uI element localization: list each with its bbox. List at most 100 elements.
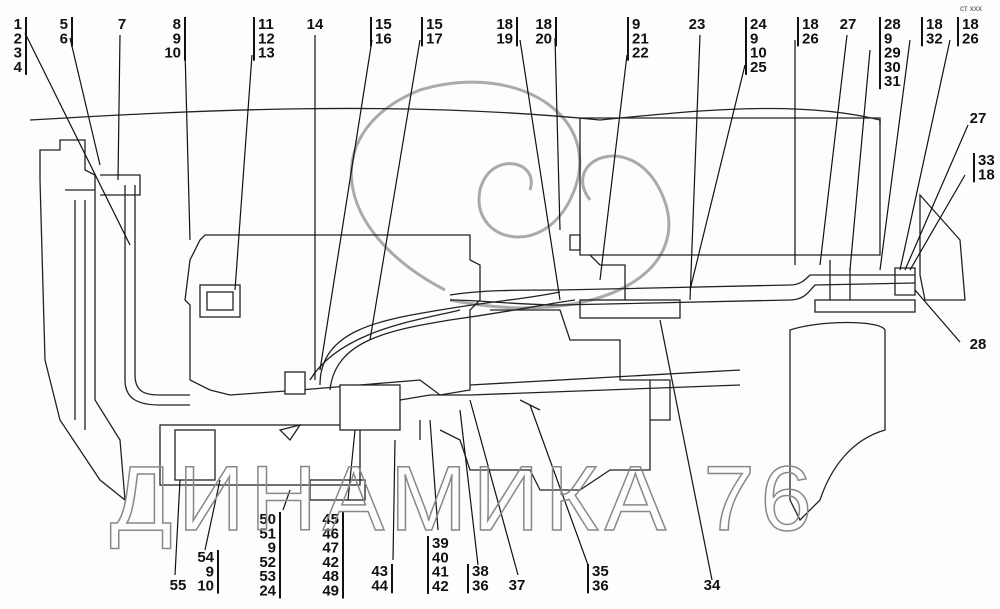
callout-number: 30	[884, 59, 901, 76]
vehicle-outline	[29, 107, 966, 522]
callout-number: 33	[978, 152, 995, 169]
callout-number: 32	[926, 30, 943, 47]
callout-number: 7	[118, 16, 126, 33]
callout-number: 42	[322, 554, 339, 571]
callout-number: 2	[14, 30, 22, 47]
leader-lines	[24, 32, 969, 581]
callout-number: 15	[375, 16, 392, 33]
callout-number: 42	[432, 578, 449, 595]
callout-number: 18	[962, 16, 979, 33]
callout-number: 38	[472, 563, 489, 580]
callout-number: 3	[14, 45, 22, 62]
callout-number: 51	[259, 525, 276, 542]
callout-number: 28	[970, 336, 987, 353]
callout-27: 27	[970, 110, 987, 127]
callout-number: 43	[371, 563, 388, 580]
callout-14: 14	[307, 16, 324, 33]
callout-number: 27	[970, 110, 987, 127]
callout-number: 9	[206, 563, 214, 580]
callout-number: 47	[322, 540, 339, 557]
callout-number: 39	[432, 535, 449, 552]
callout-number: 26	[802, 30, 819, 47]
callout-number: 11	[258, 16, 274, 33]
callout-number: 36	[592, 577, 609, 594]
callout-number: 28	[884, 16, 901, 33]
callout-number: 37	[509, 577, 526, 594]
callout-number: 19	[496, 30, 513, 47]
corner-mark: ст ххх	[960, 4, 982, 13]
callout-number: 23	[689, 16, 706, 33]
callout-number: 17	[426, 30, 443, 47]
callout-number: 5	[60, 16, 68, 33]
callout-number: 16	[375, 30, 392, 47]
callout-number: 54	[197, 549, 214, 566]
callout-number: 8	[173, 16, 181, 33]
callout-number: 53	[259, 568, 276, 585]
callout-number: 10	[750, 45, 767, 62]
callout-number: 55	[170, 577, 187, 594]
callout-number: 27	[840, 16, 857, 33]
callout-number: 20	[535, 30, 552, 47]
callout-number: 18	[496, 16, 513, 33]
callout-5-6: 56	[60, 16, 73, 47]
callout-number: 34	[704, 577, 721, 594]
callout-number: 18	[978, 166, 995, 183]
callout-number: 21	[632, 30, 649, 47]
callout-number: 9	[268, 540, 276, 557]
callout-number: 10	[164, 45, 181, 62]
callout-number: 1	[14, 16, 22, 33]
callout-number: 18	[926, 16, 943, 33]
callout-number: 41	[432, 564, 449, 581]
callout-number: 48	[322, 568, 339, 585]
callout-number: 13	[258, 45, 275, 62]
callout-37: 37	[509, 577, 526, 594]
callout-23: 23	[689, 16, 706, 33]
callout-number: 50	[259, 511, 276, 528]
callout-number: 4	[14, 59, 23, 76]
callout-number: 36	[472, 577, 489, 594]
callout-number: 9	[173, 30, 181, 47]
callout-number: 14	[307, 16, 324, 33]
callout-number: 29	[884, 45, 901, 62]
callout-number: 18	[535, 16, 552, 33]
callout-number: 24	[259, 583, 276, 600]
callout-number: 9	[884, 30, 892, 47]
callout-34: 34	[704, 577, 721, 594]
callout-number: 31	[884, 73, 901, 90]
callout-number: 12	[258, 30, 275, 47]
watermark-logo	[349, 80, 671, 310]
watermark-text: ДИНАМИКА 76	[110, 448, 818, 550]
callout-number: 18	[802, 16, 819, 33]
callout-number: 25	[750, 59, 767, 76]
callout-number: 15	[426, 16, 443, 33]
callout-7: 7	[118, 16, 126, 33]
callout-number: 9	[632, 16, 640, 33]
callout-55: 55	[170, 577, 187, 594]
callout-number: 40	[432, 549, 449, 566]
callout-number: 10	[197, 578, 214, 595]
callout-number: 6	[60, 30, 68, 47]
callout-number: 22	[632, 45, 649, 62]
callout-number: 49	[322, 583, 339, 600]
callout-number: 24	[750, 16, 767, 33]
filter-box	[199, 284, 241, 318]
callout-28: 28	[970, 336, 987, 353]
